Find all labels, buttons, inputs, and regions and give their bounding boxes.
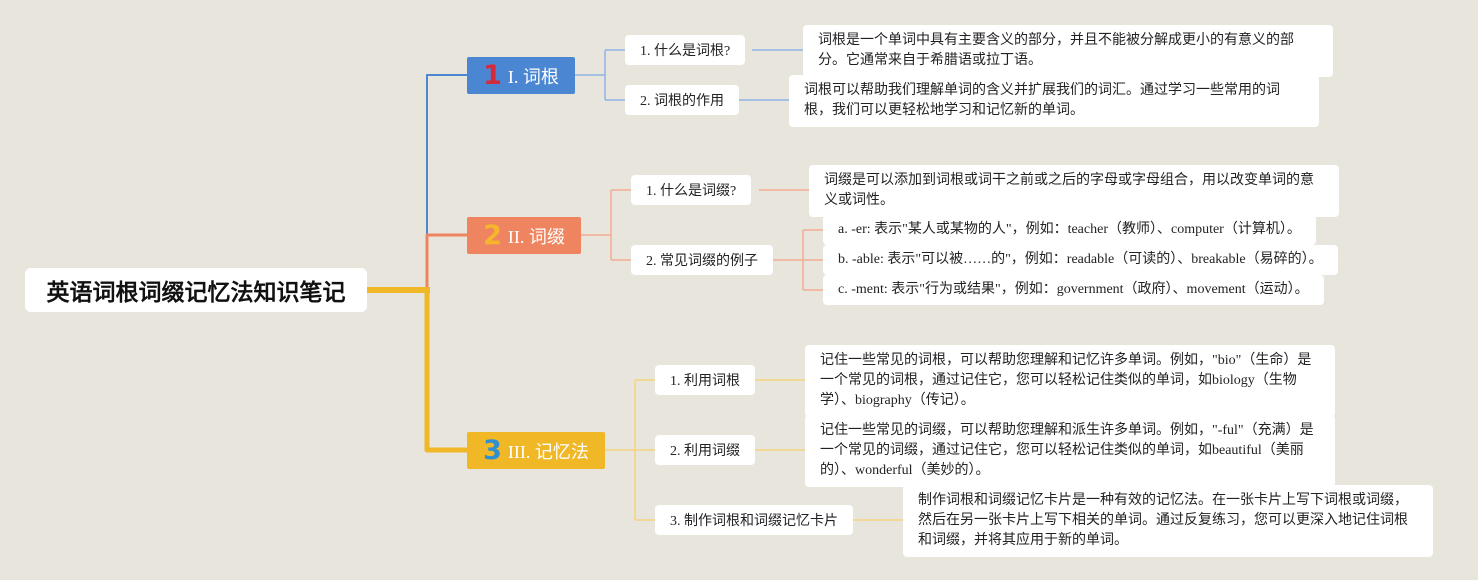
subtopic-what-is-root[interactable]: 1. 什么是词根? [625, 35, 746, 65]
number-2-icon: 2 [483, 220, 502, 251]
subtopic-use-affixes[interactable]: 2. 利用词缀 [655, 435, 755, 465]
branch-label: I. 词根 [507, 66, 559, 87]
subtopic-root-function[interactable]: 2. 词根的作用 [625, 85, 739, 115]
detail-affix-er[interactable]: a. -er: 表示"某人或某物的人"，例如：teacher（教师）、compu… [823, 215, 1316, 245]
subtopic-what-is-affix[interactable]: 1. 什么是词缀? [631, 175, 752, 205]
subtopic-use-roots[interactable]: 1. 利用词根 [655, 365, 755, 395]
branch-roots[interactable]: 1 I. 词根 [467, 57, 575, 94]
detail-what-is-affix[interactable]: 词缀是可以添加到词根或词干之前或之后的字母或字母组合，用以改变单词的意义或词性。 [809, 165, 1339, 217]
branch-memory-methods[interactable]: 3 III. 记忆法 [467, 432, 605, 469]
detail-what-is-root[interactable]: 词根是一个单词中具有主要含义的部分，并且不能被分解成更小的有意义的部分。它通常来… [803, 25, 1333, 77]
number-3-icon: 3 [483, 435, 502, 466]
detail-use-affixes[interactable]: 记住一些常见的词缀，可以帮助您理解和派生许多单词。例如，"-ful"（充满）是一… [805, 415, 1335, 487]
branch-affixes[interactable]: 2 II. 词缀 [467, 217, 581, 254]
subtopic-flashcards[interactable]: 3. 制作词根和词缀记忆卡片 [655, 505, 853, 535]
detail-root-function[interactable]: 词根可以帮助我们理解单词的含义并扩展我们的词汇。通过学习一些常用的词根，我们可以… [789, 75, 1319, 127]
branch-label: III. 记忆法 [507, 441, 589, 462]
root-topic[interactable]: 英语词根词缀记忆法知识笔记 [25, 268, 367, 312]
detail-flashcards[interactable]: 制作词根和词缀记忆卡片是一种有效的记忆法。在一张卡片上写下词根或词缀，然后在另一… [903, 485, 1433, 557]
detail-use-roots[interactable]: 记住一些常见的词根，可以帮助您理解和记忆许多单词。例如，"bio"（生命）是一个… [805, 345, 1335, 417]
detail-affix-able[interactable]: b. -able: 表示"可以被……的"，例如：readable（可读的）、br… [823, 245, 1338, 275]
number-1-icon: 1 [483, 60, 502, 91]
detail-affix-ment[interactable]: c. -ment: 表示"行为或结果"，例如：government（政府）、mo… [823, 275, 1324, 305]
branch-label: II. 词缀 [507, 226, 565, 247]
subtopic-affix-examples[interactable]: 2. 常见词缀的例子 [631, 245, 773, 275]
